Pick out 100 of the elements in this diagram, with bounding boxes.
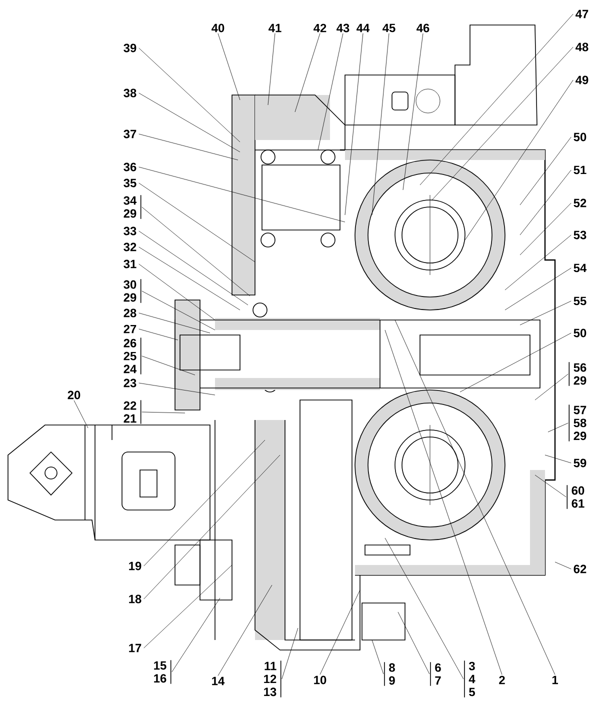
callout-number: 51: [574, 166, 586, 174]
leader-line: [138, 328, 178, 340]
leader-line: [144, 564, 232, 648]
leader-line: [172, 598, 220, 672]
callout-number: 57 58 29: [568, 404, 586, 442]
leader-line: [74, 400, 88, 428]
callout-number: 41: [268, 24, 282, 32]
leader-line: [420, 14, 574, 186]
leader-line: [142, 356, 196, 376]
leader-line: [520, 170, 572, 236]
leader-line: [142, 412, 186, 414]
callout-number: 46: [416, 24, 430, 32]
callout-number: 59: [574, 458, 586, 468]
callout-number: 20: [68, 390, 80, 400]
callout-number: 31: [124, 260, 136, 268]
callout-number: 35: [124, 178, 136, 188]
leader-line: [504, 268, 572, 310]
callout-number: 3 4 5: [464, 660, 476, 698]
callout-number: 15 16: [154, 660, 172, 684]
leader-line: [548, 422, 568, 432]
callout-number: 32: [124, 242, 136, 252]
leader-line: [372, 640, 384, 674]
leader-line: [520, 136, 572, 206]
leader-line: [318, 33, 344, 150]
callout-number: 62: [574, 564, 586, 574]
callout-number: 18: [129, 594, 142, 604]
callout-number: 49: [576, 76, 588, 84]
callout-number: 2: [499, 676, 505, 684]
leader-line: [138, 382, 216, 396]
callout-number: 36: [124, 162, 136, 172]
callout-number: 42: [314, 24, 326, 32]
callout-number: 52: [574, 198, 586, 208]
leader-line: [282, 628, 298, 680]
callout-number: 50: [574, 132, 586, 142]
leader-line: [432, 46, 574, 200]
leader-line: [372, 33, 390, 216]
leader-line: [384, 330, 502, 675]
leader-line: [554, 562, 572, 570]
leader-line: [138, 134, 238, 160]
leader-line: [402, 33, 424, 190]
leader-line: [142, 206, 250, 296]
callout-number: 50: [574, 328, 586, 338]
callout-number: 44: [356, 24, 370, 32]
leader-line: [534, 474, 566, 498]
leader-line: [142, 290, 216, 330]
callout-number: 1: [552, 676, 558, 684]
leader-line: [320, 590, 360, 675]
callout-number: 22 21: [124, 400, 142, 424]
leader-line: [520, 202, 572, 256]
callout-number: 23: [124, 378, 136, 388]
leader-line: [138, 230, 248, 306]
leader-line: [138, 312, 210, 334]
leader-line: [218, 584, 272, 676]
callout-number: 60 61: [566, 484, 584, 510]
callout-number: 11 12 13: [264, 660, 282, 698]
leader-line: [544, 454, 572, 464]
callout-number: 19: [129, 562, 142, 570]
leader-line: [384, 538, 464, 680]
callout-number: 8 9: [384, 662, 395, 686]
callout-number: 48: [576, 42, 588, 52]
leader-line: [460, 332, 572, 392]
leader-line: [504, 234, 572, 290]
callout-number: 55: [574, 296, 586, 306]
leader-line: [268, 33, 276, 106]
leader-line: [398, 612, 430, 674]
leader-line: [138, 182, 256, 262]
leader-line: [534, 374, 568, 400]
callout-number: 30 29: [124, 278, 142, 304]
leader-line: [144, 440, 266, 566]
leader-line: [294, 33, 320, 112]
callout-number: 10: [314, 676, 326, 684]
leader-line: [218, 33, 240, 100]
callout-number: 45: [382, 24, 396, 32]
callout-number: 38: [124, 88, 136, 98]
leader-line: [520, 300, 572, 326]
callout-number: 56 29: [568, 362, 586, 386]
leader-line: [138, 166, 346, 222]
callout-number: 17: [129, 644, 142, 652]
callout-number: 28: [124, 308, 136, 318]
callout-number: 6 7: [430, 662, 441, 686]
callout-number: 37: [124, 130, 136, 138]
leader-line: [344, 33, 364, 216]
callout-number: 26 25 24: [124, 337, 142, 375]
leader-line: [394, 320, 556, 675]
callout-number: 40: [212, 24, 224, 32]
leader-line: [138, 264, 216, 320]
leader-line: [464, 80, 574, 240]
callout-number: 43: [336, 24, 350, 32]
leader-line: [138, 48, 240, 142]
leader-line: [144, 454, 280, 600]
callout-number: 14: [212, 676, 225, 686]
callout-number: 53: [574, 230, 586, 240]
callout-number: 34 29: [124, 194, 142, 220]
leader-line: [138, 92, 240, 152]
leader-line: [138, 246, 240, 310]
callout-number: 33: [124, 226, 136, 236]
callout-number: 27: [124, 324, 136, 334]
callout-number: 54: [574, 264, 587, 272]
callout-number: 47: [576, 10, 588, 18]
callout-number: 39: [124, 44, 136, 52]
